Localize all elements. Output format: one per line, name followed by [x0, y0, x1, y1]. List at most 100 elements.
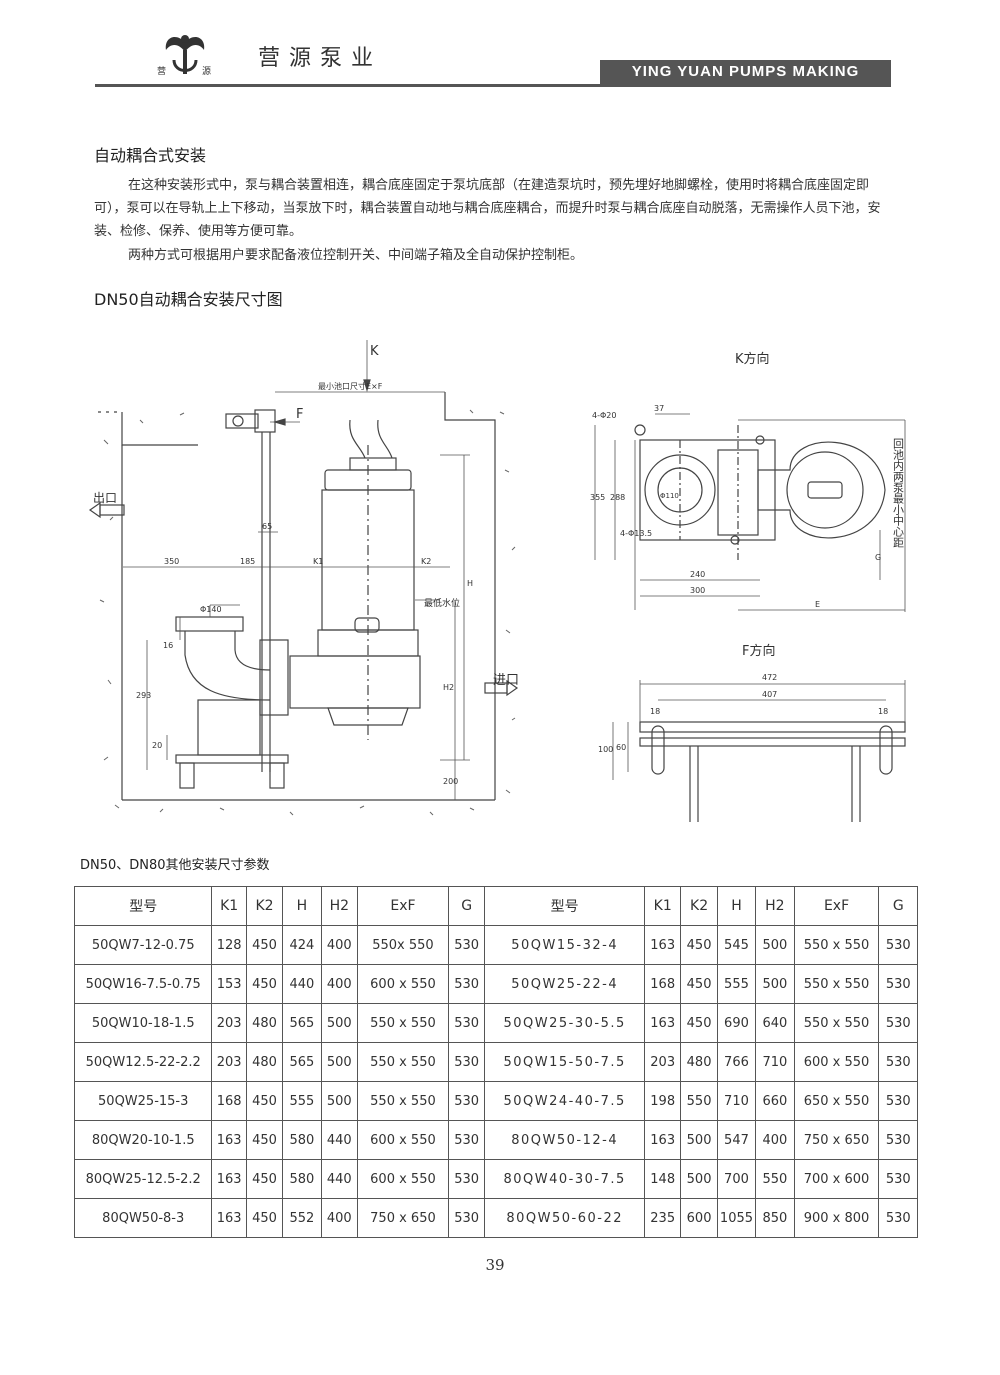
header-rule [95, 84, 891, 87]
k-dim-355: 355 [590, 493, 605, 502]
table-cell: 530 [878, 1003, 918, 1043]
table-cell: 660 [755, 1081, 795, 1121]
k-dim-37: 37 [654, 404, 664, 413]
table-cell: 50QW15-32-4 [484, 925, 646, 965]
table-cell: 766 [716, 1042, 757, 1082]
table-cell: 163 [644, 1003, 682, 1043]
inlet-label: 进口 [493, 673, 519, 688]
pit-outline [98, 392, 496, 801]
table-cell: 400 [320, 964, 358, 1004]
k-dim-e: E [815, 600, 820, 609]
table-cell: 450 [245, 1198, 284, 1238]
table-cell: 50QW10-18-1.5 [73, 1003, 213, 1043]
table-cell: 530 [878, 925, 918, 965]
k-dim-300: 300 [690, 586, 705, 595]
discharge-pipe [175, 616, 289, 789]
table-cell: 530 [878, 1159, 918, 1199]
table-cell: 550 [755, 1159, 795, 1199]
k-arrow-label: K [370, 344, 379, 359]
table-cell: 198 [644, 1081, 682, 1121]
table-cell: 530 [447, 964, 486, 1004]
table-cell: 500 [755, 925, 795, 965]
table-cell: 1055 [716, 1198, 757, 1238]
dim-20: 20 [152, 741, 162, 750]
table-cell: 552 [282, 1198, 322, 1238]
table-cell: 500 [320, 1042, 358, 1082]
table-cell: 80QW40-30-7.5 [484, 1159, 646, 1199]
table-cell: 163 [211, 1120, 247, 1160]
installation-drawing: K F 最小池口尺寸E×F 出口 进口 最低水位 350 185 65 K1 K… [88, 340, 906, 822]
header-h2-2: H2 [755, 886, 795, 926]
table-cell: 530 [447, 1159, 486, 1199]
f-arrow-label: F [296, 407, 303, 422]
table-cell: 128 [211, 925, 247, 965]
table-cell: 450 [680, 1003, 718, 1043]
table-cell: 555 [282, 1081, 322, 1121]
table-cell: 50QW7-12-0.75 [73, 925, 213, 965]
table-cell: 235 [644, 1198, 682, 1238]
table-cell: 153 [211, 964, 247, 1004]
table-cell: 700 x 600 [793, 1159, 880, 1199]
table-cell: 50QW16-7.5-0.75 [73, 964, 213, 1004]
dim-h2: H2 [443, 683, 454, 692]
f-dim-407: 407 [762, 690, 777, 699]
table-cell: 555 [716, 964, 757, 1004]
table-cell: 550 x 550 [793, 1003, 880, 1043]
table-cell: 450 [680, 964, 718, 1004]
dim-350: 350 [164, 557, 179, 566]
table-cell: 530 [447, 1003, 486, 1043]
dim-k2: K2 [421, 557, 431, 566]
k-view-drawing [594, 413, 906, 612]
table-cell: 480 [245, 1042, 284, 1082]
table-cell: 450 [245, 1081, 284, 1121]
table-cell: 500 [680, 1159, 718, 1199]
table-cell: 550 x 550 [356, 1003, 449, 1043]
table-cell: 565 [282, 1003, 322, 1043]
pump-body [289, 419, 421, 740]
table-cell: 550 x 550 [793, 925, 880, 965]
guide-rail [225, 409, 276, 772]
table-cell: 750 x 650 [793, 1120, 880, 1160]
dim-phi140: Φ140 [200, 605, 222, 614]
table-cell: 163 [644, 925, 682, 965]
table-cell: 440 [282, 964, 322, 1004]
table-cell: 50QW15-50-7.5 [484, 1042, 646, 1082]
f-dim-100: 100 [598, 745, 613, 754]
header-model: 型号 [73, 886, 213, 926]
dim-293: 293 [136, 691, 151, 700]
brand-name-english: YING YUAN PUMPS MAKING [631, 63, 860, 80]
f-view-title: F方向 [742, 643, 775, 659]
table-cell: 600 x 550 [356, 1159, 449, 1199]
table-cell: 600 x 550 [356, 964, 449, 1004]
header-exf: ExF [356, 886, 449, 926]
table-cell: 50QW24-40-7.5 [484, 1081, 646, 1121]
table-cell: 50QW25-30-5.5 [484, 1003, 646, 1043]
header-exf-2: ExF [793, 886, 880, 926]
brand-small-left: 营 [157, 67, 167, 77]
table-cell: 450 [245, 964, 284, 1004]
k-dim-288: 288 [610, 493, 625, 502]
outlet-label: 出口 [93, 491, 117, 505]
table-cell: 640 [755, 1003, 795, 1043]
header-h2: H2 [320, 886, 358, 926]
f-dim-472: 472 [762, 673, 777, 682]
header-k2: K2 [245, 886, 284, 926]
header-bar [600, 60, 891, 84]
table-cell: 203 [211, 1003, 247, 1043]
table-cell: 440 [320, 1159, 358, 1199]
header-h-2: H [716, 886, 757, 926]
table-cell: 650 x 550 [793, 1081, 880, 1121]
table-cell: 148 [644, 1159, 682, 1199]
table-cell: 850 [755, 1198, 795, 1238]
table-cell: 530 [447, 1081, 486, 1121]
table-cell: 550 x 550 [793, 964, 880, 1004]
table-cell: 168 [644, 964, 682, 1004]
brand-small-right: 源 [202, 67, 212, 77]
table-cell: 168 [211, 1081, 247, 1121]
table-cell: 750 x 650 [356, 1198, 449, 1238]
